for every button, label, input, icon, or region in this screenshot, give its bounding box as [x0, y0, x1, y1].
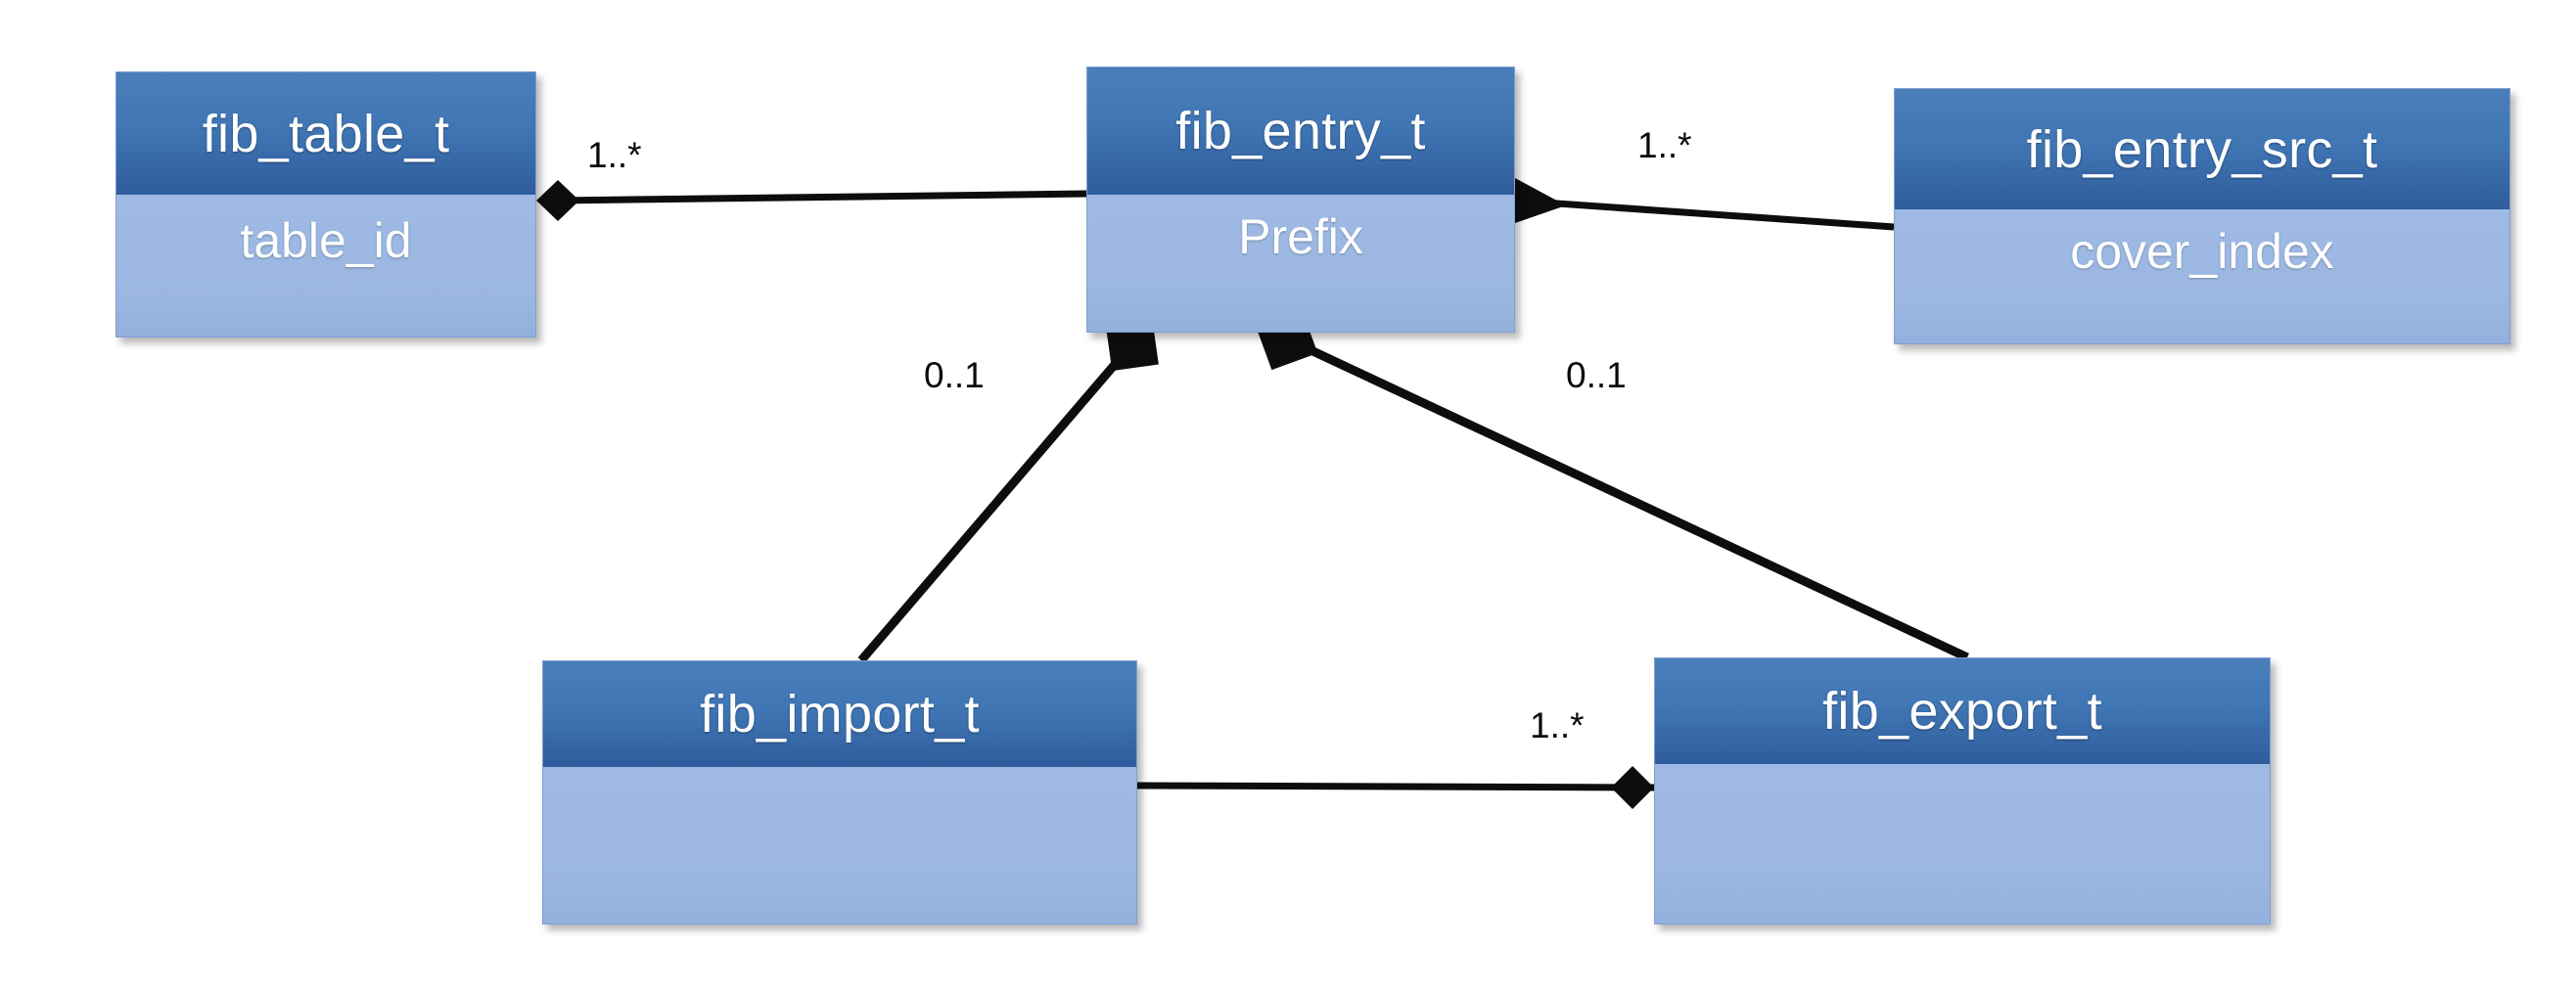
class-name-label: fib_entry_src_t	[2026, 119, 2378, 179]
class-attributes-fib-export-t	[1655, 764, 2270, 924]
class-box-fib-entry-src-t[interactable]: fib_entry_src_t cover_index	[1894, 88, 2510, 344]
class-header-fib-table-t: fib_table_t	[116, 72, 535, 195]
class-name-label: fib_table_t	[202, 104, 450, 163]
class-header-fib-import-t: fib_import_t	[543, 661, 1136, 767]
multiplicity-entry-src: 1..*	[1637, 125, 1692, 165]
relation-entry-to-src	[1514, 178, 1895, 231]
class-header-fib-export-t: fib_export_t	[1655, 658, 2270, 764]
multiplicity-table-entry: 1..*	[587, 135, 642, 175]
class-attributes-fib-entry-t: Prefix	[1087, 195, 1514, 332]
multiplicity-entry-export: 0..1	[1566, 355, 1627, 395]
filled-diamond-icon	[1611, 766, 1654, 809]
class-attribute-label: table_id	[240, 213, 412, 268]
multiplicity-import-export: 1..*	[1530, 705, 1585, 745]
class-name-label: fib_import_t	[700, 685, 980, 744]
relation-import-to-export	[1136, 766, 1655, 809]
class-box-fib-table-t[interactable]: fib_table_t table_id	[115, 71, 536, 338]
multiplicity-entry-import: 0..1	[924, 355, 985, 395]
class-attribute-label: Prefix	[1238, 209, 1363, 264]
class-name-label: fib_export_t	[1822, 682, 2102, 741]
class-attribute-label: cover_index	[2070, 224, 2334, 279]
class-attributes-fib-import-t	[543, 767, 1136, 924]
relation-table-to-entry	[536, 180, 1087, 221]
cropped-caption-text	[0, 0, 2576, 2]
class-box-fib-import-t[interactable]: fib_import_t	[542, 660, 1137, 924]
class-box-fib-export-t[interactable]: fib_export_t	[1654, 657, 2271, 924]
class-header-fib-entry-src-t: fib_entry_src_t	[1895, 89, 2509, 209]
filled-diamond-icon	[536, 180, 579, 221]
relation-entry-to-import	[857, 321, 1159, 663]
class-box-fib-entry-t[interactable]: fib_entry_t Prefix	[1086, 67, 1515, 333]
class-attributes-fib-table-t: table_id	[116, 195, 535, 337]
class-header-fib-entry-t: fib_entry_t	[1087, 68, 1514, 195]
filled-arrow-icon	[1515, 178, 1566, 223]
class-attributes-fib-entry-src-t: cover_index	[1895, 209, 2509, 343]
class-name-label: fib_entry_t	[1175, 102, 1426, 160]
